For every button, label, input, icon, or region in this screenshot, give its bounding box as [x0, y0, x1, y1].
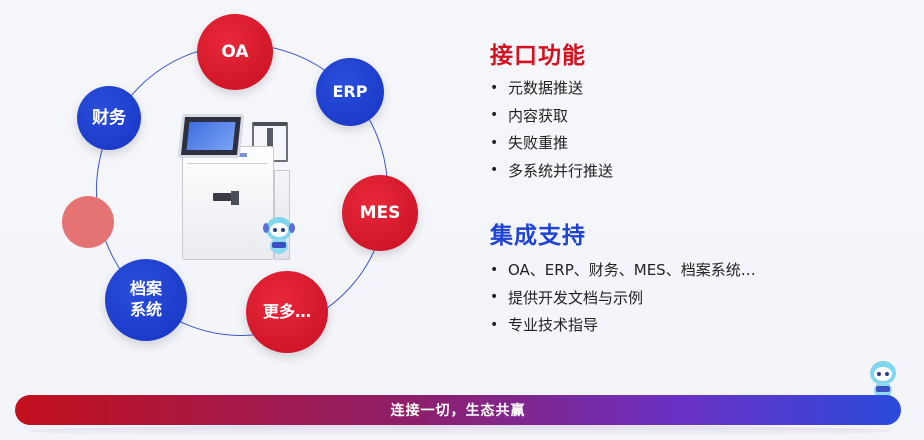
bullet: •: [490, 316, 499, 333]
node-more-label: 更多…: [262, 301, 311, 321]
list-item: • 提供开发文档与示例: [490, 284, 756, 312]
bullet: •: [490, 261, 499, 278]
bullet: •: [490, 289, 499, 306]
device-slot: [213, 193, 231, 201]
list-item-text: 失败重推: [508, 134, 569, 153]
node-more: 更多…: [246, 271, 328, 353]
node-mes: MES: [342, 175, 418, 251]
list-item: • OA、ERP、财务、MES、档案系统…: [490, 256, 756, 284]
robot-mascot-small-icon: [870, 361, 896, 398]
node-archive-line2: 系统: [129, 300, 162, 319]
bullet: •: [490, 107, 499, 124]
list-item: • 失败重推: [490, 129, 613, 157]
integration-section-title: 集成支持: [490, 223, 586, 249]
integration-feature-list: • OA、ERP、财务、MES、档案系统… • 提供开发文档与示例 • 专业技术指导: [490, 256, 756, 339]
node-finance-label: 财务: [92, 107, 126, 128]
slogan-text: 连接一切，生态共赢: [390, 403, 526, 419]
list-item-text: 多系统并行推送: [508, 161, 614, 180]
list-item-text: 内容获取: [508, 106, 569, 125]
node-decorative: [62, 196, 114, 248]
node-oa-label: OA: [221, 41, 249, 62]
node-mes-label: MES: [359, 202, 401, 223]
banner-shadow: [30, 425, 890, 437]
node-archive: 档案 系统: [105, 259, 187, 341]
node-archive-label: 档案 系统: [130, 279, 162, 321]
device-body: [182, 146, 274, 260]
device-screen: [177, 114, 245, 158]
bullet: •: [490, 162, 499, 179]
device-lens: [267, 128, 273, 154]
list-item: • 元数据推送: [490, 74, 613, 102]
node-oa: OA: [197, 14, 273, 90]
list-item-text: 提供开发文档与示例: [508, 288, 644, 307]
list-item-text: OA、ERP、财务、MES、档案系统…: [508, 261, 756, 280]
node-erp-label: ERP: [332, 81, 368, 101]
device-knob: [231, 191, 239, 205]
list-item: • 多系统并行推送: [490, 157, 613, 185]
node-finance: 财务: [77, 86, 141, 150]
bullet: •: [490, 134, 499, 151]
interface-feature-list: • 元数据推送 • 内容获取 • 失败重推 • 多系统并行推送: [490, 74, 613, 184]
node-erp: ERP: [316, 58, 384, 126]
list-item: • 专业技术指导: [490, 311, 756, 339]
node-archive-line1: 档案: [129, 279, 162, 299]
list-item: • 内容获取: [490, 102, 613, 130]
interface-section-title: 接口功能: [490, 43, 586, 69]
bullet: •: [490, 79, 499, 96]
list-item-text: 专业技术指导: [508, 316, 599, 335]
device-seam: [187, 163, 267, 164]
robot-mascot-icon: [263, 217, 295, 254]
slogan-banner: 连接一切，生态共赢: [15, 395, 901, 425]
list-item-text: 元数据推送: [508, 79, 584, 98]
